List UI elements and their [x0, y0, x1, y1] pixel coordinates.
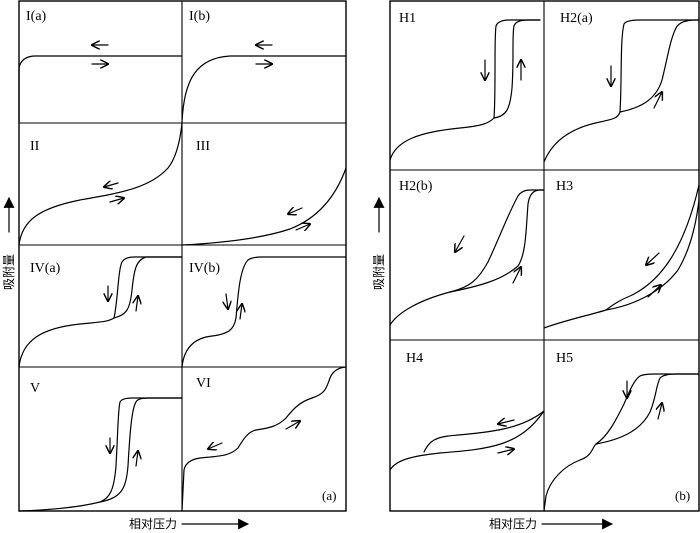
desorption-curve [543, 19, 700, 163]
panel-II: II [18, 122, 183, 246]
adsorption-arrow-icon [240, 304, 242, 320]
figure-b: H1 H2(a) H2(b) H3 [372, 0, 700, 531]
panel-label: H3 [556, 179, 573, 194]
panel-VI: VI [181, 366, 347, 512]
y-axis-label: 吸附量 [2, 254, 16, 290]
panel-V: V [18, 381, 183, 512]
isotherm-curve [181, 366, 347, 512]
desorption-arrow-icon [104, 183, 119, 187]
panel-label: H1 [399, 11, 416, 26]
desorption-arrow-icon [288, 208, 303, 214]
figure-b-y-axis: 吸附量 [372, 196, 386, 290]
panel-H5: H5 [543, 351, 700, 512]
desorption-curve [99, 397, 183, 503]
desorption-arrow-icon [208, 443, 223, 449]
isotherm-curve [181, 256, 347, 368]
desorption-curve [543, 373, 700, 512]
figure-a-corner-label: (a) [322, 488, 336, 503]
panel-label: H2(a) [560, 11, 593, 26]
panel-H1: H1 [389, 11, 541, 161]
figure-b-corner-label: (b) [675, 488, 690, 503]
figure-a: I(a) I(b) II III IV(a) [2, 0, 347, 531]
adsorption-arrow-icon [512, 267, 521, 284]
panel-Ia: I(a) [18, 9, 183, 123]
figure-a-x-axis: 相对压力 [129, 517, 250, 531]
adsorption-arrow-icon [295, 224, 310, 230]
adsorption-arrow-icon [647, 285, 661, 298]
adsorption-arrow-icon [136, 451, 138, 467]
panel-H2b: H2(b) [389, 179, 545, 326]
panel-label: H4 [406, 351, 423, 366]
panel-label: VI [196, 376, 211, 391]
isotherm-curve [181, 55, 347, 123]
panel-IVb: IV(b) [181, 256, 347, 368]
adsorption-curve [605, 199, 700, 311]
panel-label: H5 [556, 351, 573, 366]
panel-IVa: IV(a) [18, 256, 183, 368]
panel-label: IV(a) [30, 261, 61, 276]
adsorption-curve [449, 189, 545, 293]
adsorption-curve [389, 19, 541, 161]
desorption-curve [423, 410, 545, 453]
y-axis-label: 吸附量 [372, 254, 386, 290]
panel-H2a: H2(a) [543, 11, 700, 163]
figure-a-y-axis: 吸附量 [2, 196, 16, 290]
desorption-curve [389, 189, 545, 326]
isotherm-curve [18, 55, 183, 123]
panel-label: H2(b) [399, 179, 433, 194]
panel-label: III [196, 139, 210, 154]
adsorption-arrow-icon [109, 198, 124, 202]
adsorption-curve [18, 397, 183, 512]
panel-H3: H3 [543, 179, 700, 329]
panel-label: IV(b) [189, 261, 220, 276]
adsorption-curve [389, 410, 545, 471]
panel-label: II [30, 139, 40, 154]
adsorption-arrow-icon [136, 296, 138, 312]
adsorption-arrow-icon [285, 421, 300, 430]
x-axis-label: 相对压力 [489, 517, 537, 531]
desorption-arrow-icon [646, 252, 660, 265]
panel-label: I(b) [189, 9, 210, 24]
desorption-arrow-icon [455, 235, 465, 252]
adsorption-arrow-icon [497, 449, 514, 453]
panel-III: III [181, 139, 347, 246]
adsorption-curve [619, 19, 700, 113]
desorption-curve [113, 256, 183, 319]
desorption-arrow-icon [226, 293, 228, 309]
x-axis-label: 相对压力 [129, 517, 177, 531]
adsorption-curve [595, 373, 700, 445]
figure-b-x-axis: 相对压力 [489, 517, 614, 531]
desorption-curve [543, 184, 700, 329]
isotherm-curve [181, 167, 347, 246]
desorption-arrow-icon [498, 420, 515, 424]
panel-Ib: I(b) [181, 9, 347, 123]
panel-label: V [30, 381, 40, 396]
isotherm-curve [18, 122, 183, 246]
adsorption-arrow-icon [653, 92, 662, 109]
panel-label: I(a) [26, 9, 47, 24]
panel-H4: H4 [389, 351, 545, 471]
adsorption-arrow-icon [658, 403, 662, 420]
desorption-curve [493, 19, 541, 119]
